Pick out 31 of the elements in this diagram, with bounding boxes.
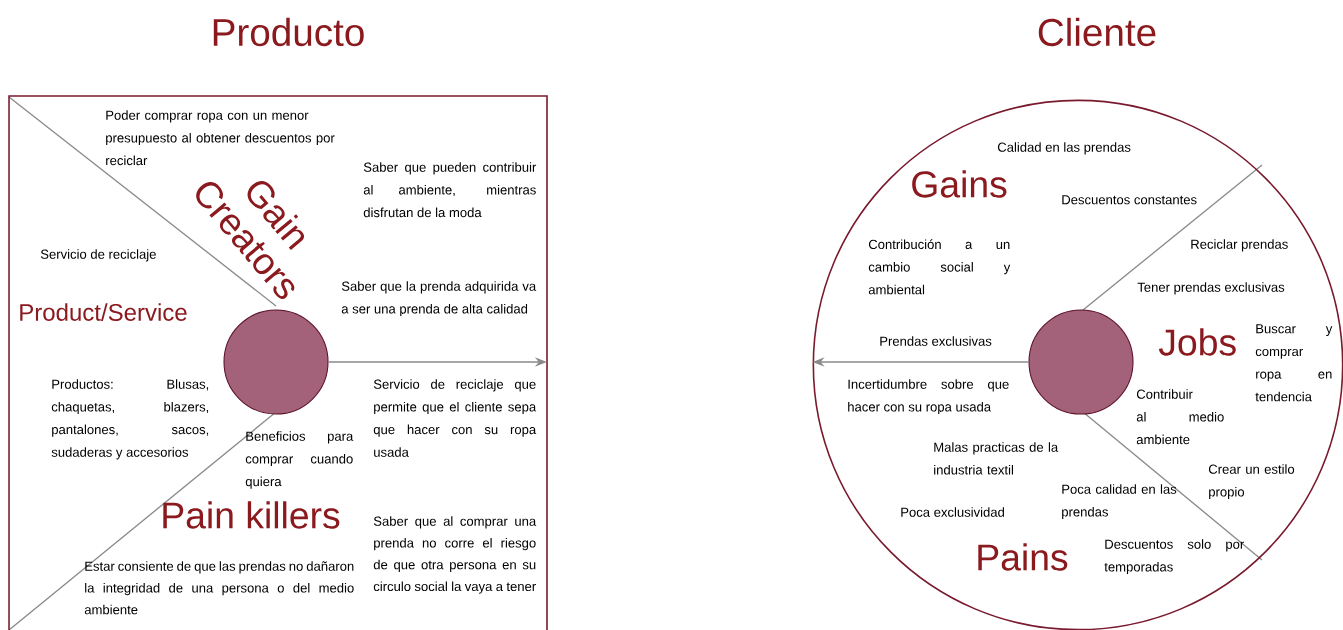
section-title: Pain killers <box>163 501 340 529</box>
note-text: Tener prendas exclusivas <box>1137 282 1285 295</box>
note-text: Estar consiente de que las prendas no dañaron la integridad de una persona o del medio ambiente <box>84 561 354 615</box>
note-text: Calidad en las prendas <box>997 142 1131 155</box>
note-text: Descuentos solo por temporadas <box>1104 539 1245 575</box>
section-title: Pains <box>978 543 1068 571</box>
note-text: Malas practicas de la industria textil <box>934 442 1059 475</box>
circle <box>223 309 329 415</box>
note-text: Buscar y comprar ropa en tendencia <box>1255 324 1333 402</box>
section-title: Gains <box>912 170 1007 198</box>
note-text: Productos: Blusas, chaquetas, blazers, pantalones, sacos, sudaderas y accesorios <box>51 379 209 460</box>
note-text: Saber que al comprar una prenda no corre el riesgo de que otra persona en su circulo social la vaya a tener <box>373 516 537 594</box>
note-text: Servicio de reciclaje <box>40 249 156 262</box>
heading: Cliente <box>1038 17 1156 47</box>
heading: Producto <box>213 17 364 47</box>
note-text: Descuentos constantes <box>1062 195 1197 205</box>
note-text: Servicio de reciclaje que permite que el cliente sepa que hacer con su ropa usada <box>373 379 537 457</box>
note-text: Poca exclusividad <box>901 507 1004 517</box>
note-text: Contribuir al medio ambiente <box>1136 389 1224 445</box>
note-text: Poder comprar ropa con un menor presupuesto al obtener descuentos por reciclar <box>106 110 335 166</box>
note-text: Poca calidad en las prendas <box>1062 484 1177 520</box>
note-text: Reciclar prendas <box>1191 239 1288 252</box>
note-text: Contribución a un cambio social y ambiental <box>868 239 1011 295</box>
section-title: Product/Service <box>20 303 187 321</box>
circle <box>1028 309 1134 415</box>
note-text: Beneficios para comprar cuando quiera <box>245 431 354 489</box>
note-text: Saber que la prenda adquirida va a ser una prenda de alta calidad <box>341 281 537 317</box>
note-text: Crear un estilo propio <box>1208 464 1295 500</box>
note-text: Incertidumbre sobre que hacer con su ropa usada <box>848 379 1009 415</box>
note-text: Saber que pueden contribuir al ambiente, mientras disfrutan de la moda <box>363 162 537 218</box>
note-text: Prendas exclusivas <box>880 336 992 346</box>
